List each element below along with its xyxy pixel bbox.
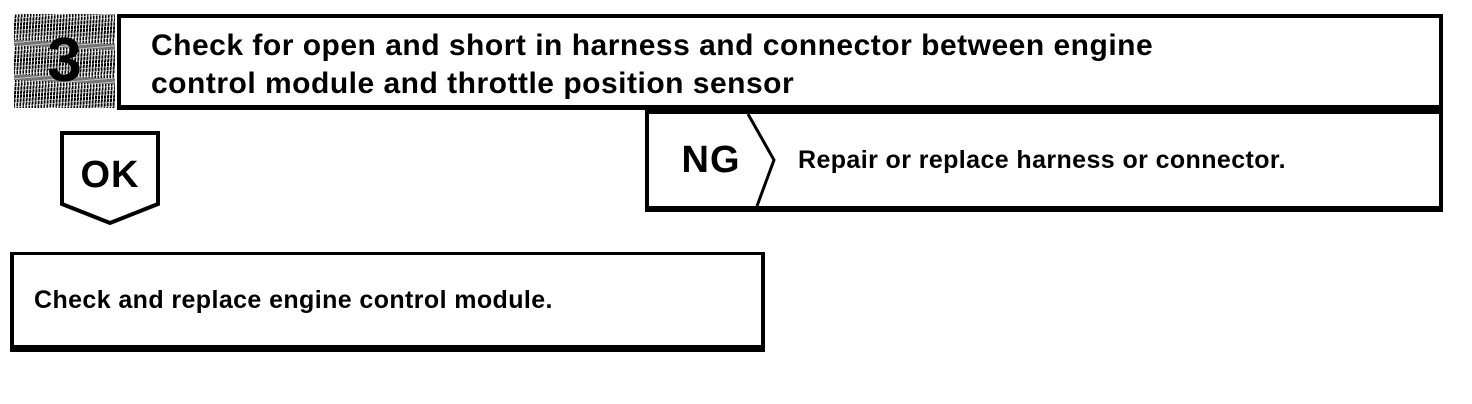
step-instruction-box: Check for open and short in harness and … [117, 14, 1443, 110]
ng-branch-action-text: Repair or replace harness or connector. [798, 145, 1286, 174]
ok-branch-shape: OK [60, 131, 160, 226]
ok-pentagon-outline [60, 131, 160, 226]
result-box: Check and replace engine control module. [10, 252, 765, 352]
ok-branch-label: OK [80, 154, 140, 196]
step-instruction-line-2: control module and throttle position sen… [151, 67, 795, 100]
result-box-text: Check and replace engine control module. [34, 285, 553, 314]
ng-branch-label: NG [681, 138, 741, 181]
ng-branch-box: NG Repair or replace harness or connecto… [645, 110, 1443, 212]
ng-chevron-divider-icon [746, 114, 776, 206]
step-number-box: 3 [14, 14, 115, 108]
step-instruction-line-1: Check for open and short in harness and … [151, 29, 1154, 62]
step-number: 3 [47, 26, 82, 95]
